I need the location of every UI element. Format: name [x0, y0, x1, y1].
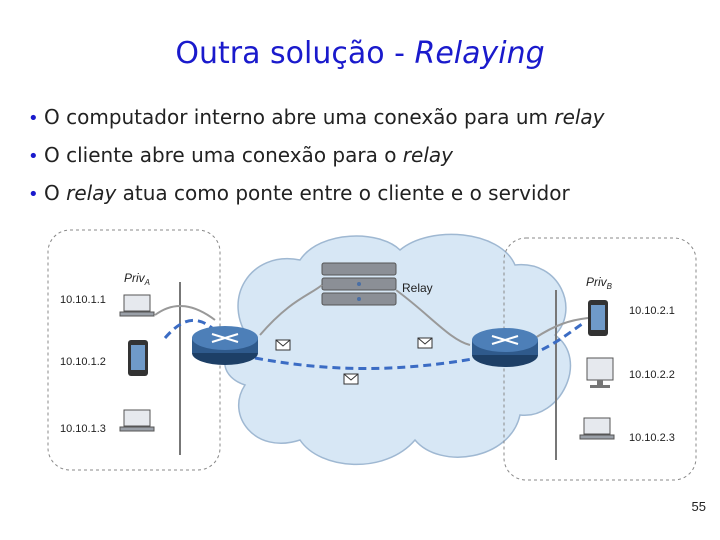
page-number: 55 [691, 499, 706, 514]
bullet-item: •O cliente abre uma conexão para o relay [28, 143, 453, 167]
title-text: Outra solução - [175, 36, 415, 71]
title-emphasis: Relaying [414, 36, 545, 71]
left-ip-label: 10.10.1.3 [60, 423, 106, 435]
laptop-icon [119, 294, 155, 317]
smartphone-icon [128, 340, 148, 376]
desktop-icon [586, 357, 614, 388]
right-ip-label: 10.10.2.1 [629, 305, 675, 317]
left-ip-label: 10.10.1.1 [60, 294, 106, 306]
relay-label: Relay [402, 281, 433, 295]
laptop-icon [119, 409, 155, 432]
connection-lines [154, 284, 589, 346]
message-icon [343, 373, 359, 385]
left-ip-label: 10.10.1.2 [60, 356, 106, 368]
router-a-icon [192, 326, 258, 365]
bullet-list: •O computador interno abre uma conexão p… [28, 98, 708, 212]
laptop-icon [579, 417, 615, 440]
message-icon [275, 339, 291, 351]
priv-a-label: PrivA [124, 271, 150, 287]
slide-title: Outra solução - Relaying [0, 36, 720, 71]
right-ip-label: 10.10.2.3 [629, 432, 675, 444]
router-b-icon [472, 328, 538, 367]
smartphone-icon [588, 300, 608, 336]
relay-server [321, 262, 397, 306]
bullet-item: •O computador interno abre uma conexão p… [28, 105, 605, 129]
relay-network-diagram: PrivA PrivB Relay 10.10.1.1 10.10.1.2 10… [47, 229, 697, 481]
priv-b-label: PrivB [586, 275, 613, 291]
bullet-item: •O relay atua como ponte entre o cliente… [28, 181, 570, 205]
right-ip-label: 10.10.2.2 [629, 369, 675, 381]
message-icon [417, 337, 433, 349]
